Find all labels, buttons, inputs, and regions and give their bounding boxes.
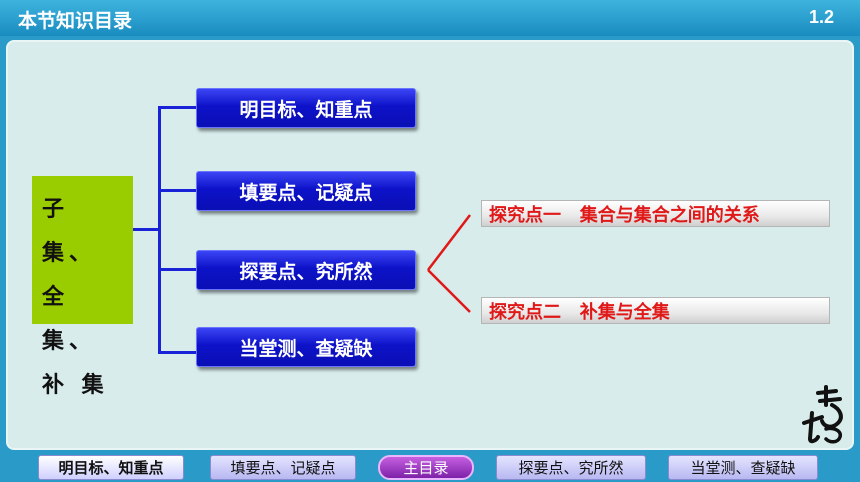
subject-line: 补 集: [42, 373, 109, 398]
nav-button-explore[interactable]: 探要点、究所然: [196, 250, 416, 290]
topic-link-2[interactable]: 探究点二 补集与全集: [481, 297, 830, 324]
section-number: 1.2: [808, 7, 834, 27]
connector-line: [158, 106, 196, 109]
connector-line: [133, 228, 160, 231]
subject-line: 全 集、: [42, 285, 97, 354]
header-bar: 本节知识目录 1.2: [0, 0, 860, 36]
nav-button-keypoints[interactable]: 填要点、记疑点: [196, 171, 416, 211]
bottom-nav-keypoints[interactable]: 填要点、记疑点: [210, 455, 356, 480]
calligraphy-logo-icon: [802, 385, 843, 444]
content-panel: [6, 40, 854, 450]
connector-line: [158, 268, 196, 271]
page-title: 本节知识目录: [18, 10, 133, 32]
nav-button-goals[interactable]: 明目标、知重点: [196, 88, 416, 128]
nav-button-test[interactable]: 当堂测、查疑缺: [196, 327, 416, 367]
subject-box: 子 集、 全 集、 补 集: [32, 176, 133, 398]
connector-line: [158, 351, 196, 354]
connector-line: [158, 106, 161, 354]
subject-line: 子 集、: [42, 197, 97, 266]
connector-line: [158, 189, 196, 192]
bottom-nav-main-menu[interactable]: 主目录: [378, 455, 474, 480]
bottom-nav-goals[interactable]: 明目标、知重点: [38, 455, 184, 480]
topic-link-1[interactable]: 探究点一 集合与集合之间的关系: [481, 200, 830, 227]
bottom-nav-test[interactable]: 当堂测、查疑缺: [668, 455, 818, 480]
bottom-nav-explore[interactable]: 探要点、究所然: [496, 455, 646, 480]
